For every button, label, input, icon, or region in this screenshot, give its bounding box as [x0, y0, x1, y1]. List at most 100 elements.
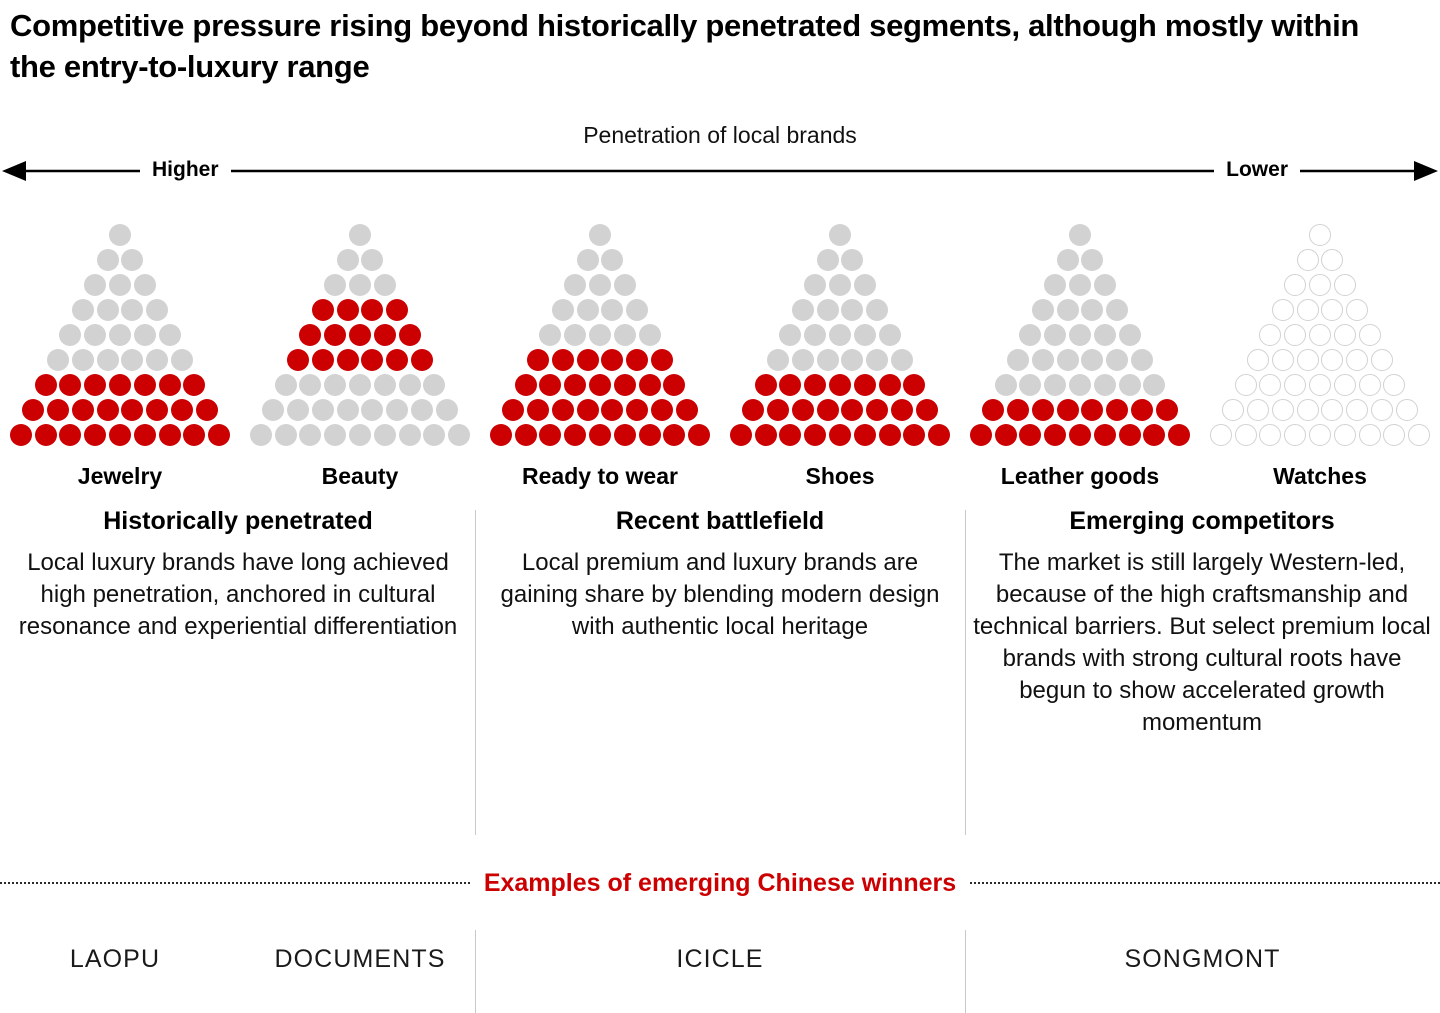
brand-divider-1	[475, 930, 476, 1013]
pyramid-dot	[613, 273, 636, 296]
pyramid-dot	[262, 398, 285, 421]
pyramid-dot	[361, 398, 384, 421]
pyramid-dot	[336, 398, 359, 421]
pyramid-dot	[287, 398, 310, 421]
pyramid-dot	[601, 298, 624, 321]
pyramid-dot	[158, 373, 181, 396]
pyramid-dot	[1056, 298, 1079, 321]
pyramid-label-leather-goods: Leather goods	[1000, 463, 1160, 489]
pyramid-dot	[829, 223, 851, 246]
group-title: Historically penetrated	[103, 507, 373, 535]
pyramid-column-beauty[interactable]: Beauty	[240, 205, 480, 490]
pyramid-dot	[1296, 298, 1319, 321]
pyramid-dot	[349, 223, 371, 246]
brand-laopu[interactable]: LAOPU	[69, 945, 161, 973]
pyramid-dot	[903, 373, 926, 396]
dotted-line-right	[970, 882, 1440, 884]
pyramid-dot	[324, 273, 347, 296]
pyramid-dot	[1271, 398, 1294, 421]
pyramid-dot	[183, 373, 206, 396]
pyramid-dot	[589, 273, 611, 296]
pyramid-dot	[183, 423, 206, 446]
pyramid-row	[21, 397, 219, 422]
pyramid-row	[993, 372, 1166, 397]
pyramid-dot	[423, 423, 446, 446]
pyramid-dot	[767, 398, 790, 421]
pyramid-dot	[1383, 373, 1406, 396]
pyramid-dot	[324, 423, 347, 446]
group-title: Recent battlefield	[615, 507, 825, 535]
pyramid-dot	[373, 273, 396, 296]
pyramid-dot	[1247, 398, 1270, 421]
brand-songmont[interactable]: SONGMONT	[1124, 945, 1281, 973]
pyramid-dot	[109, 323, 131, 346]
brand-icicle[interactable]: ICICLE	[676, 945, 764, 973]
pyramid-dot	[866, 398, 889, 421]
pyramid-dot	[1259, 373, 1282, 396]
pyramid-dot	[804, 273, 827, 296]
pyramid-dot	[601, 348, 624, 371]
pyramid-dot	[613, 423, 636, 446]
pyramid-dot	[829, 373, 851, 396]
pyramid-column-jewelry[interactable]: Jewelry	[0, 205, 240, 490]
pyramid-dot	[729, 423, 752, 446]
pyramid-dot	[299, 373, 322, 396]
pyramid-dot	[1333, 423, 1356, 446]
pyramid-dot	[1222, 398, 1245, 421]
pyramid-row	[575, 247, 625, 272]
pyramid-dot	[386, 298, 409, 321]
pyramid-dot	[1081, 248, 1104, 271]
pyramid-dot	[638, 423, 661, 446]
pyramid-dot	[1118, 423, 1141, 446]
pyramid-dot	[71, 298, 94, 321]
pyramid-column-ready-to-wear[interactable]: Ready to wear	[480, 205, 720, 490]
pyramid-dot	[336, 248, 359, 271]
pyramid-dot	[59, 373, 82, 396]
brand-documents[interactable]: DOCUMENTS	[274, 945, 446, 973]
pyramid-dot	[1284, 373, 1307, 396]
pyramid-dot	[121, 348, 144, 371]
pyramid-dot	[349, 323, 371, 346]
pyramid-dot	[928, 423, 951, 446]
pyramid-dot	[1309, 323, 1331, 346]
pyramid-dot	[410, 348, 433, 371]
pyramid-dot	[109, 373, 131, 396]
pyramid-beauty	[248, 222, 471, 447]
pyramid-dot	[1209, 423, 1232, 446]
pyramid-dot	[158, 423, 181, 446]
pyramid-dot	[170, 348, 193, 371]
pyramid-dot	[489, 423, 512, 446]
pyramid-dot	[96, 348, 119, 371]
pyramid-dot	[47, 348, 70, 371]
pyramid-dot	[551, 398, 574, 421]
winners-separator: Examples of emerging Chinese winners	[0, 866, 1440, 900]
pyramid-jewelry	[8, 222, 231, 447]
pyramid-dot	[1333, 323, 1356, 346]
pyramid-dot	[1155, 398, 1178, 421]
pyramid-dot	[626, 398, 649, 421]
pyramid-dot	[564, 273, 587, 296]
pyramid-dot	[1044, 323, 1067, 346]
pyramid-row	[1006, 347, 1155, 372]
pyramid-dot	[1284, 323, 1307, 346]
pyramid-dot	[638, 323, 661, 346]
pyramid-dot	[373, 373, 396, 396]
pyramid-dot	[1019, 373, 1042, 396]
pyramid-dot	[576, 348, 599, 371]
pyramid-dot	[1247, 348, 1270, 371]
pyramid-column-watches[interactable]: Watches	[1200, 205, 1440, 490]
pyramid-dot	[804, 373, 827, 396]
pyramid-dot	[551, 298, 574, 321]
pyramid-dot	[816, 398, 839, 421]
pyramid-dot	[1296, 398, 1319, 421]
pyramid-dot	[121, 398, 144, 421]
pyramid-column-shoes[interactable]: Shoes	[720, 205, 960, 490]
pyramid-dot	[1333, 273, 1356, 296]
pyramid-dot	[1056, 248, 1079, 271]
pyramid-dot	[841, 298, 864, 321]
pyramid-dot	[650, 348, 673, 371]
pyramid-dot	[816, 248, 839, 271]
pyramid-leather-goods	[968, 222, 1191, 447]
pyramid-dot	[878, 323, 901, 346]
pyramid-column-leather-goods[interactable]: Leather goods	[960, 205, 1200, 490]
